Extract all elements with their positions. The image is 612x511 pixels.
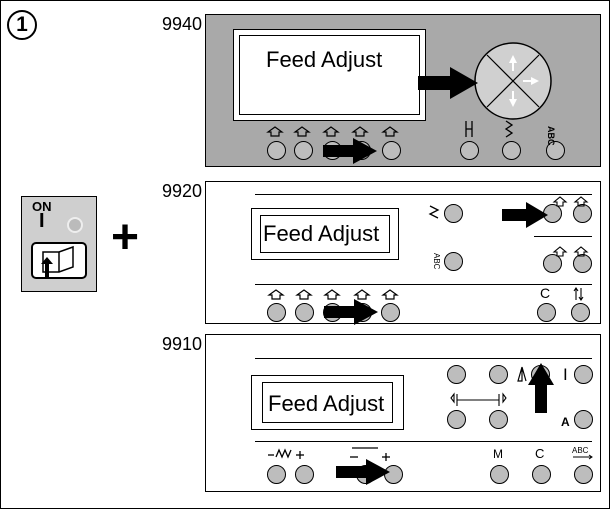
plus-sign: + [111,211,140,264]
zigzag-key-9940[interactable] [502,141,521,160]
feed-key-9940[interactable] [460,141,479,160]
svg-text:ABC: ABC [432,253,441,270]
m-key-label-9910: M [493,447,503,461]
key-a-9910[interactable] [574,410,593,429]
soft-key-8-9920[interactable] [543,254,562,273]
display-9920 [251,208,399,260]
soft-key-9-9920[interactable] [573,254,592,273]
soft-key-marks-9940 [266,126,399,137]
svg-text:ABC: ABC [572,446,589,455]
abc-key-9910[interactable] [574,465,593,484]
soft-key-marks-9920 [267,289,399,300]
zigzag-key-9920[interactable] [444,204,463,223]
feed-key-9920[interactable] [571,303,590,322]
power-indicator-icon [67,217,83,233]
panel-9920: Feed Adjust ABC C [205,181,601,325]
svg-text:ABC: ABC [546,126,556,146]
soft-key-1-9940[interactable] [267,141,286,160]
a-key-label-9910: A [561,415,570,429]
display-9940 [233,29,426,121]
soft-key-5-9940[interactable] [382,141,401,160]
c-key-label-9910: C [535,446,545,461]
feed-adjust-icon-9910 [350,447,390,461]
power-on-mark: I [39,210,45,232]
zigzag-icon-9920 [428,205,440,219]
panel-9910: Feed Adjust I A [205,334,601,492]
feed-icon-9920 [573,287,584,301]
right-key-marks-9920 [552,196,589,257]
c-key-9920[interactable] [537,303,556,322]
c-key-label-9920: C [540,285,551,301]
soft-key-1-9920[interactable] [267,303,286,322]
direction-pad[interactable] [473,41,553,121]
abc-icon-9920: ABC [432,253,441,270]
c-key-9910[interactable] [532,465,551,484]
pointer-arrow-up-9910 [528,363,554,413]
abc-key-9940[interactable] [546,141,565,160]
abc-key-9920[interactable] [444,252,463,271]
key-bottom-2-9910[interactable] [489,410,508,429]
key-top-1-9910[interactable] [447,365,466,384]
step-number: 1 [7,10,37,40]
i-key-label-9910: I [563,365,568,384]
stitch-minus-key-9910[interactable] [267,465,286,484]
pointer-arrow-softkey-9940 [323,138,377,164]
display-text-9910: Feed Adjust [268,391,385,416]
power-on-label: ON [32,199,52,214]
model-label-9920: 9920 [162,181,203,201]
display-text-9940: Feed Adjust [266,47,383,72]
key-bottom-1-9910[interactable] [447,410,466,429]
soft-key-2-9940[interactable] [294,141,313,160]
pointer-arrow-dpad [418,67,478,99]
soft-key-7-9920[interactable] [573,204,592,223]
pointer-arrow-right-keys-9920 [502,202,548,228]
function-key-icons-9940: ABC [465,120,556,146]
display-9910 [251,375,404,430]
stitch-plus-key-9910[interactable] [295,465,314,484]
width-bracket-icon-9910 [450,392,507,406]
stitch-length-icon-9910 [268,448,304,459]
display-text-9920: Feed Adjust [263,221,380,246]
key-top-2-9910[interactable] [489,365,508,384]
rocker-switch-icon[interactable] [31,242,87,279]
pointer-arrow-feed-9910 [336,459,390,485]
pointer-arrow-softkey-9920 [324,299,378,325]
m-key-9910[interactable] [490,465,509,484]
rocker-arrow-icon [41,245,74,278]
power-switch: ON I [21,196,97,292]
soft-key-2-9920[interactable] [295,303,314,322]
key-top-4-9910[interactable] [574,365,593,384]
abc-icon-9910: ABC [572,446,593,460]
model-label-9910: 9910 [162,334,203,354]
model-label-9940: 9940 [162,14,203,34]
soft-key-5-9920[interactable] [381,303,400,322]
mirror-icon-9910 [517,366,527,382]
panel-9940: Feed Adjust ABC [205,14,601,167]
